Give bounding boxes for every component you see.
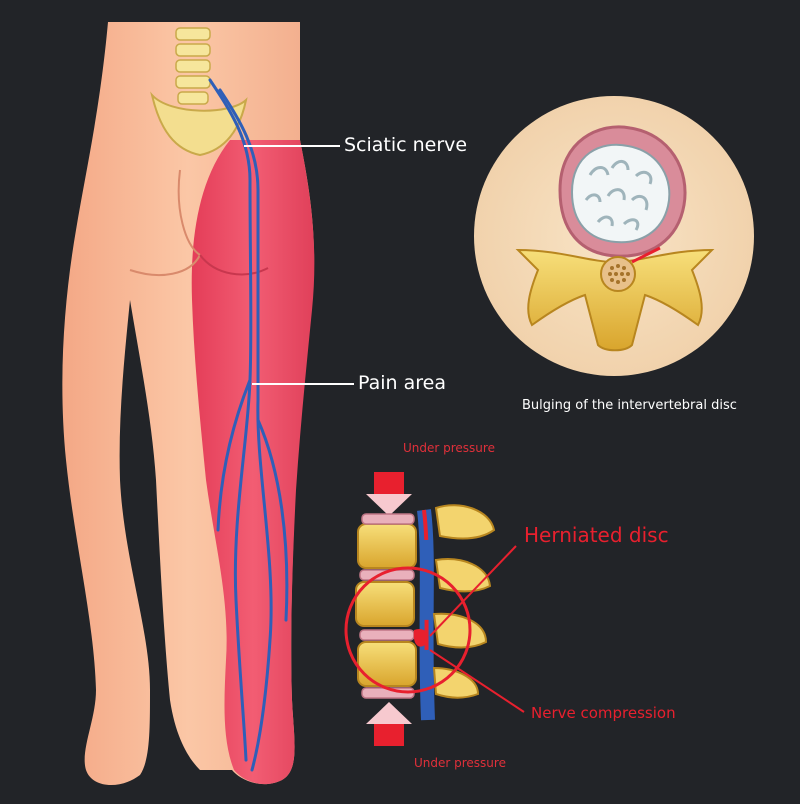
bulge-pressure-mark bbox=[631, 246, 661, 264]
under-pressure-bottom-label: Under pressure bbox=[414, 756, 506, 770]
herniated-leader-line bbox=[429, 545, 517, 637]
compression-leader-line bbox=[429, 649, 525, 713]
gluteal-crease-left bbox=[129, 254, 201, 276]
nucleus-texture bbox=[584, 160, 653, 231]
pain-area-label: Pain area bbox=[358, 372, 446, 394]
nucleus bbox=[570, 143, 671, 244]
spine-side-view bbox=[344, 472, 525, 746]
sciatic-nerve-label: Sciatic nerve bbox=[344, 134, 468, 156]
herniation-highlight-circle bbox=[344, 566, 472, 694]
pain-area-shape bbox=[191, 140, 315, 785]
vertebral-bodies bbox=[355, 523, 417, 687]
bottom-pressure-arrow bbox=[366, 702, 412, 746]
under-pressure-top-label: Under pressure bbox=[403, 441, 495, 455]
compressed-nerve bbox=[422, 509, 430, 721]
herniation-bulge bbox=[413, 628, 429, 647]
nerve-compression-label: Nerve compression bbox=[531, 704, 676, 722]
lumbar-spine bbox=[175, 27, 211, 105]
herniated-disc-label: Herniated disc bbox=[524, 523, 669, 547]
pelvis bbox=[150, 91, 248, 157]
body-illustration bbox=[62, 22, 315, 786]
bulging-disc-caption: Bulging of the intervertebral disc bbox=[522, 398, 737, 413]
sciatic-nerve-path bbox=[208, 78, 289, 772]
intervertebral-discs bbox=[359, 513, 415, 699]
disc-cross-section bbox=[474, 96, 754, 376]
gluteal-crease-right bbox=[199, 254, 269, 276]
cleft-line bbox=[177, 169, 201, 256]
nerve-bundle-dots bbox=[608, 264, 630, 284]
top-pressure-arrow bbox=[366, 472, 412, 516]
